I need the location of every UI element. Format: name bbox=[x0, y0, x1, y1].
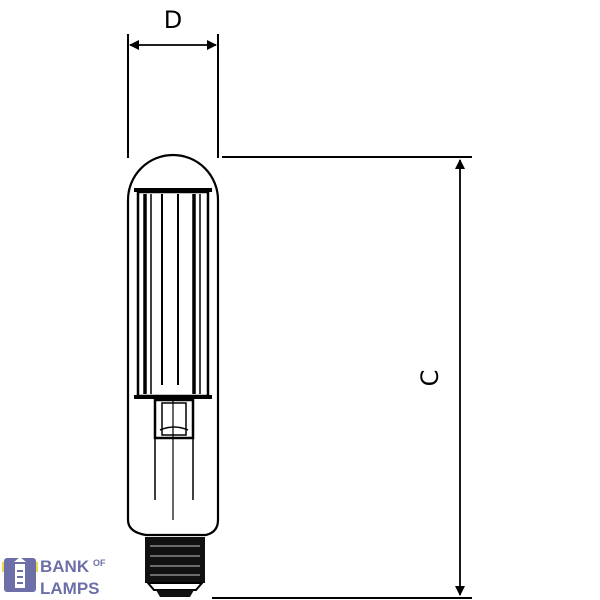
bulb-outline bbox=[126, 153, 220, 537]
bank-of-lamps-logo: BANK OF LAMPS bbox=[2, 557, 106, 598]
arc-tube-frame bbox=[134, 188, 212, 399]
logo-text-lamps: LAMPS bbox=[40, 579, 100, 598]
logo-text-of: OF bbox=[93, 558, 106, 568]
logo-text-bank: BANK bbox=[40, 557, 90, 576]
lighthouse-icon bbox=[2, 557, 38, 592]
screw-base bbox=[145, 537, 205, 597]
lamp-stem bbox=[153, 398, 195, 520]
dimension-label-d: D bbox=[164, 6, 182, 34]
dimension-label-c: C bbox=[416, 370, 444, 387]
